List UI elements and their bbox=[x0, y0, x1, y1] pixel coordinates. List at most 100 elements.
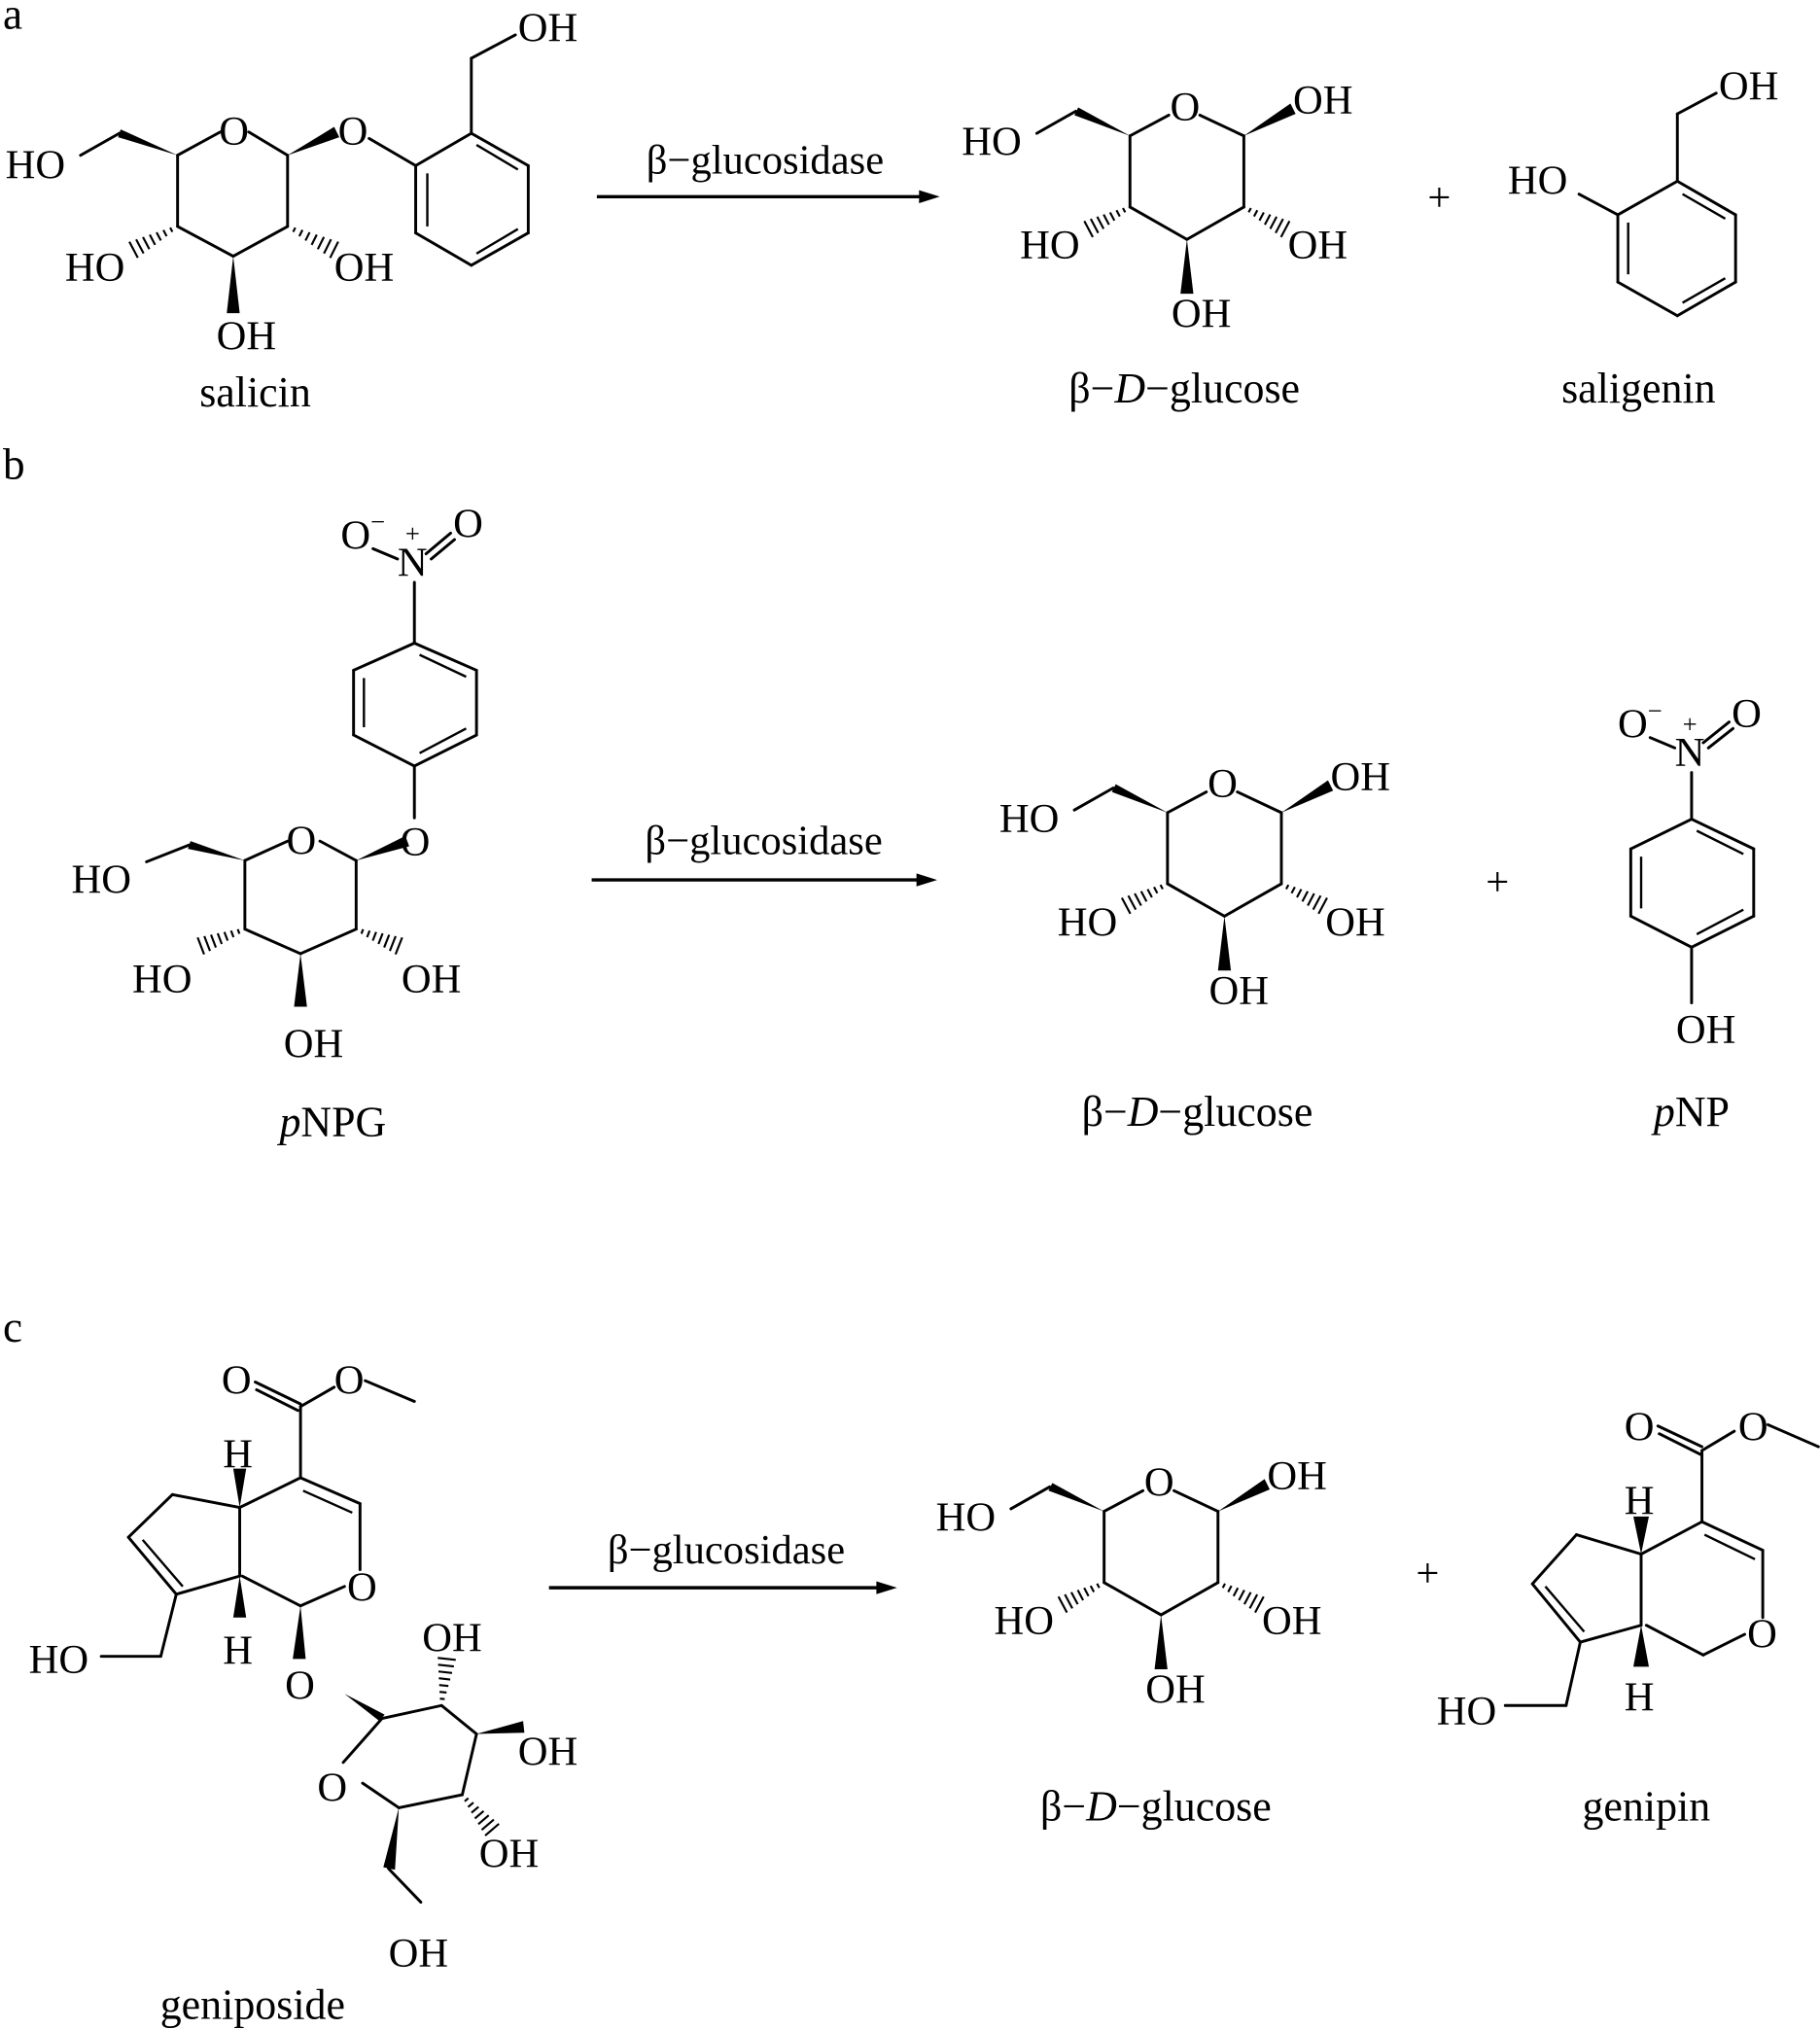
atom-o-minus: O bbox=[340, 512, 370, 558]
hashed-bond-stroke bbox=[236, 928, 241, 934]
hashed-bond-stroke bbox=[169, 227, 174, 233]
wedge-bond bbox=[1180, 239, 1194, 295]
hashed-bond-stroke bbox=[1096, 1583, 1101, 1589]
label-salicin: salicin bbox=[199, 368, 311, 416]
hashed-bond-stroke bbox=[1254, 1595, 1265, 1614]
pnp-structure: O − N + O OH bbox=[1618, 691, 1762, 1053]
hashed-bond-stroke bbox=[1247, 207, 1252, 213]
hashed-bond-stroke bbox=[1317, 896, 1328, 915]
atom-oh-c2-b: OH bbox=[402, 957, 462, 1002]
hashed-bond-stroke bbox=[1312, 894, 1322, 911]
hashed-bond-stroke bbox=[1269, 216, 1278, 229]
hashed-bond-stroke bbox=[1108, 211, 1116, 222]
hashed-bond-stroke bbox=[128, 241, 139, 259]
atom-o-ring: O bbox=[219, 109, 249, 155]
hashed-bond-stroke bbox=[1122, 207, 1127, 213]
atom-ho-c4-b: HO bbox=[132, 957, 192, 1002]
atom-o-ring-glc-c: O bbox=[317, 1766, 347, 1811]
hashed-bond-stroke bbox=[1242, 1592, 1252, 1605]
hashed-bond-stroke bbox=[1115, 209, 1121, 218]
bond bbox=[1185, 205, 1245, 241]
hashed-bond-stroke bbox=[388, 935, 397, 952]
atom-o-ring-genipin: O bbox=[1747, 1611, 1777, 1657]
hashed-bond bbox=[438, 1657, 456, 1700]
hashed-bond-stroke bbox=[142, 236, 151, 250]
arrowhead-a bbox=[919, 190, 940, 203]
salicin-structure: O HO HO OH OH O bbox=[6, 6, 578, 360]
label-glucose-a: β−D−glucose bbox=[1068, 365, 1300, 412]
hashed-bond-stroke bbox=[329, 241, 339, 259]
hashed-bond-stroke bbox=[1139, 891, 1148, 902]
hashed-bond-stroke bbox=[1238, 1590, 1245, 1601]
atom-oh-c3: OH bbox=[1145, 1667, 1206, 1713]
atom-o-nitro: O bbox=[453, 501, 483, 546]
atom-o-carbonyl-genipin: O bbox=[1625, 1404, 1655, 1450]
atom-n-nitro: N bbox=[398, 540, 428, 585]
hashed-bond bbox=[1221, 1583, 1265, 1614]
hashed-bond-stroke bbox=[1301, 891, 1310, 902]
hashed-bond-stroke bbox=[162, 229, 168, 237]
atom-ho-phenol: HO bbox=[1508, 158, 1568, 204]
label-genipin: genipin bbox=[1582, 1783, 1710, 1831]
hashed-bond-stroke bbox=[473, 1809, 485, 1820]
hashed-bond-stroke bbox=[1089, 218, 1100, 234]
atom-oh-anomeric: OH bbox=[1267, 1453, 1327, 1499]
atom-ho-c10: HO bbox=[29, 1637, 89, 1683]
hashed-bond-stroke bbox=[149, 233, 157, 246]
hashed-bond bbox=[1284, 884, 1328, 915]
plus-sign-a: + bbox=[1427, 175, 1451, 221]
atom-o-ester-genipin: O bbox=[1738, 1404, 1768, 1450]
hashed-bond-stroke bbox=[438, 1657, 456, 1662]
hashed-bond-stroke bbox=[1069, 1592, 1079, 1605]
arrowhead-b bbox=[916, 873, 937, 887]
atom-o-glycosidic: O bbox=[338, 109, 368, 155]
label-glucose-b: β−D−glucose bbox=[1082, 1088, 1313, 1136]
atom-oh-c3-c: OH bbox=[518, 1729, 578, 1774]
atom-oh-c2: OH bbox=[334, 245, 395, 291]
atom-ho-c6-b: HO bbox=[72, 857, 131, 902]
atom-o-carbonyl: O bbox=[222, 1357, 252, 1403]
atom-oh-pnp: OH bbox=[1676, 1007, 1736, 1053]
hashed-bond-stroke bbox=[377, 932, 384, 945]
atom-oh-c2: OH bbox=[1325, 899, 1385, 945]
atom-oh-c2-c: OH bbox=[422, 1615, 481, 1661]
atom-ho-c6: HO bbox=[936, 1495, 997, 1541]
hashed-bond-stroke bbox=[210, 934, 218, 948]
hashed-bond bbox=[292, 227, 339, 259]
wedge-bond bbox=[1048, 1483, 1104, 1512]
hashed-bond-stroke bbox=[1102, 214, 1110, 226]
hashed-bond-stroke bbox=[1134, 892, 1142, 906]
atom-o-glycosidic-c: O bbox=[285, 1663, 315, 1709]
atom-ho-c4: HO bbox=[995, 1598, 1055, 1644]
hashed-bond-stroke bbox=[203, 935, 211, 952]
genipin-structure: O O O H H HO bbox=[1437, 1404, 1820, 1734]
atom-ho-c4: HO bbox=[1058, 899, 1118, 945]
hashed-bond-stroke bbox=[1296, 889, 1303, 898]
atom-ho-c6: HO bbox=[6, 143, 66, 189]
hashed-bond-stroke bbox=[1307, 892, 1315, 906]
hashed-bond-stroke bbox=[438, 1670, 453, 1674]
hashed-bond-stroke bbox=[467, 1802, 474, 1808]
hashed-bond-stroke bbox=[1264, 214, 1272, 226]
saligenin-structure: HO OH bbox=[1508, 63, 1778, 318]
atom-oh-c2: OH bbox=[1262, 1598, 1322, 1644]
atom-h-bottom: H bbox=[223, 1628, 253, 1674]
arrowhead-c bbox=[876, 1581, 897, 1594]
wedge-bond bbox=[1243, 103, 1296, 136]
hashed-bond-stroke bbox=[1290, 886, 1296, 894]
bond bbox=[1222, 882, 1283, 918]
hashed-bond-stroke bbox=[216, 932, 224, 945]
hashed-bond-stroke bbox=[292, 227, 297, 233]
panel-letter-a: a bbox=[3, 0, 22, 38]
hashed-bond-stroke bbox=[438, 1677, 451, 1681]
panel-c: c O O O H H bbox=[3, 1303, 1820, 2028]
hashed-bond-stroke bbox=[480, 1818, 495, 1832]
atom-oh-anomeric: OH bbox=[1293, 78, 1353, 123]
hashed-bond-stroke bbox=[1248, 1593, 1259, 1609]
bond bbox=[1166, 882, 1226, 918]
hashed-bond-stroke bbox=[371, 931, 377, 941]
atom-ho-c6: HO bbox=[962, 120, 1022, 165]
